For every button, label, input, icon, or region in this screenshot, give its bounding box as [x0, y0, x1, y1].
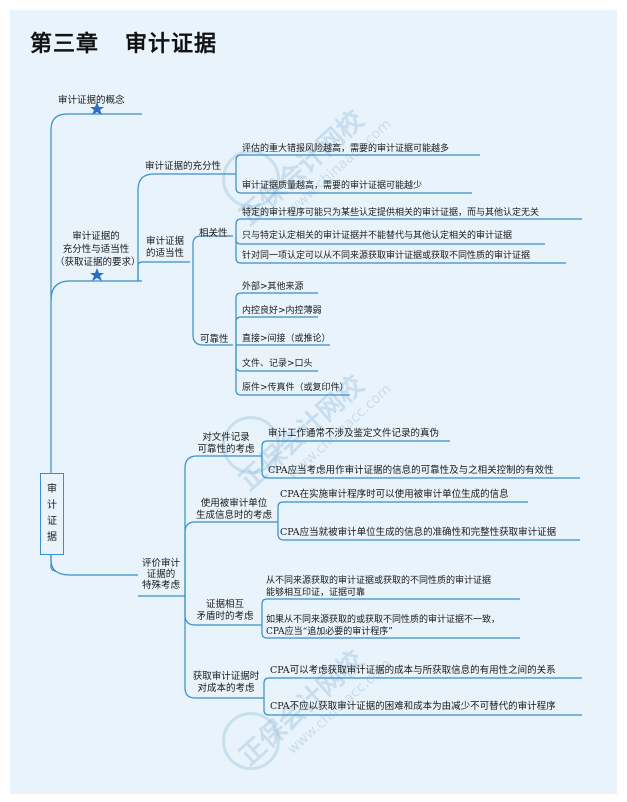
relevance-item: 特定的审计程序可能只为某些认定提供相关的审计证据，而与其他认定无关 — [242, 208, 540, 218]
node-appropriateness: 审计证据 的适当性 — [145, 236, 184, 259]
node-relevance: 相关性 — [199, 228, 228, 239]
node-concept: 审计证据的概念 — [58, 95, 125, 106]
reliability-item: 文件、记录>口头 — [242, 359, 313, 369]
reliability-item: 外部>其他来源 — [242, 282, 304, 292]
sufficiency-item: 审计证据质量越高，需要的审计证据可能越少 — [242, 181, 423, 191]
node-entity-info: 使用被审计单位 生成信息时的考虑 — [195, 498, 272, 521]
entity-info-item: CPA应当就被审计单位生成的信息的准确性和完整性获取审计证据 — [280, 527, 557, 538]
documents-item: CPA应当考虑用作审计证据的信息的可靠性及与之相关控制的有效性 — [268, 465, 554, 476]
relevance-item: 针对同一项认定可以从不同来源获取审计证据或获取不同性质的审计证据 — [242, 251, 531, 261]
node-sufficiency-appropriateness: 审计证据的 充分性与适当性 （获取证据的要求） — [55, 231, 141, 268]
node-special-considerations: 评价审计 证据的 特殊考虑 — [141, 558, 180, 591]
contradiction-item: 从不同来源获取的审计证据或获取的不同性质的审计证据 能够相互印证，证据可靠 — [266, 576, 492, 598]
documents-item: 审计工作通常不涉及鉴定文件记录的真伪 — [268, 428, 440, 439]
watermark-logo — [222, 712, 280, 770]
reliability-item: 原件>传真件（或复印件） — [242, 383, 349, 393]
watermark-logo — [222, 150, 280, 208]
page-title: 第三章审计证据 — [30, 26, 217, 58]
contradiction-item: 如果从不同来源获取的或获取不同性质的审计证据不一致， CPA应当“追加必要的审计… — [266, 615, 501, 637]
entity-info-item: CPA在实施审计程序时可以使用被审计单位生成的信息 — [280, 489, 509, 500]
node-cost: 获取审计证据时 对成本的考虑 — [192, 671, 260, 694]
star-icon — [90, 102, 104, 115]
chapter-name: 审计证据 — [125, 32, 218, 57]
mindmap-canvas — [10, 10, 617, 794]
connector-concept — [50, 113, 142, 473]
node-reliability: 可靠性 — [200, 334, 229, 345]
watermark-logo — [222, 416, 280, 474]
reliability-item: 内控良好>内控薄弱 — [242, 306, 322, 316]
root-node: 审 计 证 据 — [40, 473, 64, 555]
connector-sufficiency-appropriateness — [50, 280, 142, 301]
cost-item: CPA可以考虑获取审计证据的成本与所获取信息的有用性之间的关系 — [270, 665, 556, 676]
cost-item: CPA不应以获取审计证据的困难和成本为由减少不可替代的审计程序 — [270, 701, 556, 712]
sufficiency-item: 评估的重大错报风险越高，需要的审计证据可能越多 — [242, 144, 450, 154]
node-sufficiency: 审计证据的充分性 — [145, 161, 222, 172]
star-icon — [90, 268, 104, 281]
node-documents: 对文件记录 可靠性的考虑 — [197, 432, 255, 455]
connector-special — [50, 553, 138, 576]
reliability-item: 直接>间接（或推论） — [242, 334, 331, 344]
relevance-item: 只与特定认定相关的审计证据并不能替代与其他认定相关的审计证据 — [242, 231, 513, 241]
node-contradiction: 证据相互 矛盾时的考虑 — [196, 599, 254, 622]
chapter-number: 第三章 — [30, 32, 100, 57]
